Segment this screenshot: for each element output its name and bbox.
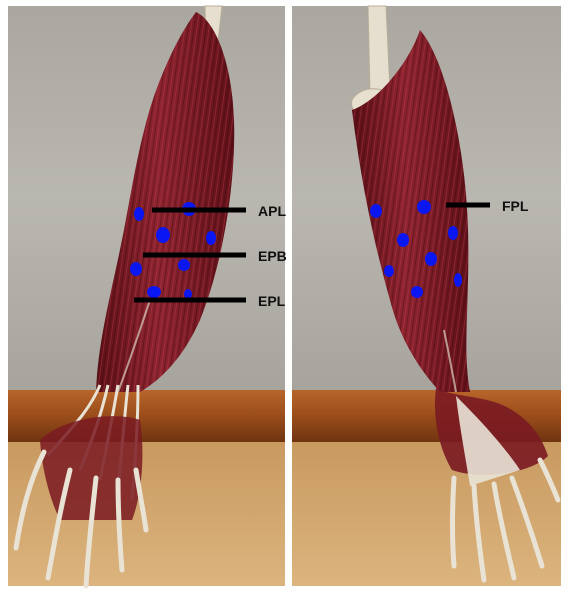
marker-dot bbox=[384, 265, 394, 277]
label-epb: EPB bbox=[258, 248, 287, 264]
marker-dot bbox=[147, 286, 161, 298]
marker-dot bbox=[397, 233, 409, 247]
marker-dot bbox=[448, 226, 458, 240]
marker-dot bbox=[156, 227, 170, 243]
right-bone-top bbox=[368, 6, 390, 92]
marker-dot bbox=[425, 252, 437, 266]
marker-dot bbox=[454, 273, 462, 287]
marker-dot bbox=[206, 231, 216, 245]
label-epl: EPL bbox=[258, 293, 286, 309]
marker-dot bbox=[178, 259, 190, 271]
label-fpl: FPL bbox=[502, 198, 529, 214]
marker-dot bbox=[417, 200, 431, 214]
marker-dot bbox=[134, 207, 144, 221]
marker-dot bbox=[411, 286, 423, 298]
label-apl: APL bbox=[258, 203, 286, 219]
marker-dot bbox=[370, 204, 382, 218]
marker-dot bbox=[130, 262, 142, 276]
